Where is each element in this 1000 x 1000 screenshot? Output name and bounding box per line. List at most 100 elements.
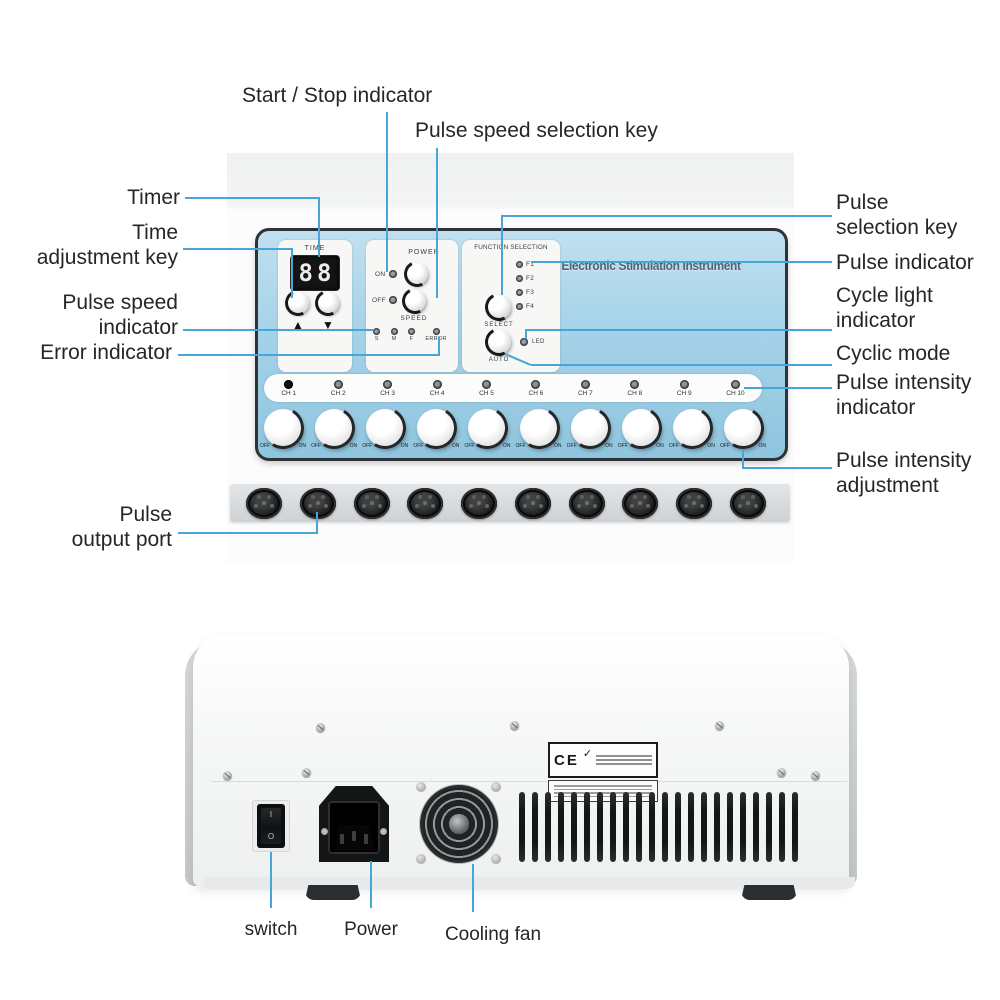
leader-line: [531, 261, 832, 263]
speed-led-f: F: [408, 328, 416, 342]
output-port-strip: [230, 484, 790, 522]
channel-led: [531, 379, 541, 389]
knob-on-mark: ON: [605, 443, 613, 449]
port-pins: [369, 501, 374, 505]
cooling-fan: [420, 785, 498, 863]
leader-line: [531, 364, 832, 366]
vent-slot: [662, 792, 668, 862]
knob-off-mark: OFF: [260, 443, 270, 449]
channel-label: CH 5: [479, 389, 494, 397]
cycle-led-label: LED: [532, 339, 545, 345]
leader-line: [178, 354, 440, 356]
vent-slot: [532, 792, 538, 862]
time-panel-title: TIME: [304, 245, 326, 252]
pulse-select-knob: [487, 295, 511, 319]
output-port-3: [353, 487, 390, 519]
f-led-f1: F1: [516, 257, 534, 271]
vent-slot: [636, 792, 642, 862]
speed-knob: [404, 290, 426, 312]
inlet-pins: [334, 825, 374, 850]
leader-line: [316, 512, 318, 534]
leader-line: [291, 248, 293, 298]
f-led: [516, 302, 523, 310]
inlet-screw: [380, 828, 387, 835]
channel-led: [481, 379, 491, 389]
knob-off-mark: OFF: [668, 443, 679, 449]
intensity-knob-ch8: OFF ON: [618, 409, 664, 449]
fan-screw: [491, 782, 501, 792]
label-cyclic-mode: Cyclic mode: [836, 342, 951, 365]
start-stop-knob: [406, 263, 428, 285]
up-arrow-icon: ▲: [292, 318, 304, 332]
output-port-1: [246, 487, 282, 519]
leader-line: [436, 148, 438, 298]
vent-slot: [623, 792, 629, 862]
port-pins: [262, 501, 266, 505]
label-pulse-speed-selection-key: Pulse speed selection key: [415, 119, 658, 142]
port-pins: [692, 501, 697, 505]
switch-on-mark: I: [269, 810, 273, 819]
channel-label: CH 4: [429, 389, 445, 397]
channel-led: [679, 379, 689, 389]
channel-label: CH 8: [627, 389, 643, 397]
label-timer: Timer: [127, 186, 180, 209]
auto-knob: [487, 330, 511, 354]
channel-8: CH 8: [627, 379, 643, 397]
knob-on-mark: ON: [502, 443, 511, 449]
inlet-screw: [321, 828, 328, 835]
vent-slot: [688, 792, 694, 862]
f-led: [516, 274, 523, 282]
output-port-9: [676, 487, 713, 519]
knob-off-mark: OFF: [362, 443, 373, 449]
speed-led-label: M: [391, 336, 397, 342]
speed-led-label: S: [374, 336, 379, 342]
f-led-f2: F2: [516, 271, 534, 285]
case-screw: [302, 768, 311, 777]
output-port-8: [622, 487, 659, 519]
ce-certification-label: CE ✓: [548, 742, 658, 778]
leader-line: [525, 329, 527, 339]
label-cooling-fan: Cooling fan: [444, 924, 542, 945]
vent-slot: [753, 792, 759, 862]
knob-on-mark: ON: [451, 443, 460, 449]
channel-4: CH 4: [429, 379, 445, 397]
port-pins: [477, 501, 482, 505]
output-port-6: [514, 487, 551, 519]
knob-on-mark: ON: [656, 443, 664, 449]
on-label: ON: [375, 271, 386, 278]
fan-screw: [416, 854, 426, 864]
label-cycle-light-indicator: Cycle light indicator: [836, 284, 933, 332]
f-led-f4: F4: [516, 299, 534, 313]
knob-off-mark: OFF: [617, 443, 628, 449]
vent-slot: [519, 792, 525, 862]
speed-led: [408, 328, 416, 335]
vent-slot: [649, 792, 655, 862]
fan-hub: [449, 814, 469, 834]
label-pulse-intensity-indicator: Pulse intensity indicator: [836, 371, 972, 419]
check-mark-icon: ✓: [582, 747, 593, 760]
power-inlet-socket: [319, 786, 389, 862]
leader-line: [501, 215, 503, 295]
case-screw: [510, 721, 519, 730]
port-pins: [638, 501, 643, 505]
channel-3: CH 3: [380, 379, 395, 397]
leader-line: [370, 861, 372, 908]
leader-line: [183, 248, 293, 250]
timer-display: 88: [291, 256, 339, 290]
leader-line: [270, 852, 272, 908]
channel-led: [580, 379, 590, 389]
leader-line: [318, 197, 320, 257]
device-foot: [305, 885, 361, 900]
case-screw: [777, 768, 786, 777]
cycle-led: [520, 338, 528, 346]
output-port-4: [407, 487, 444, 519]
